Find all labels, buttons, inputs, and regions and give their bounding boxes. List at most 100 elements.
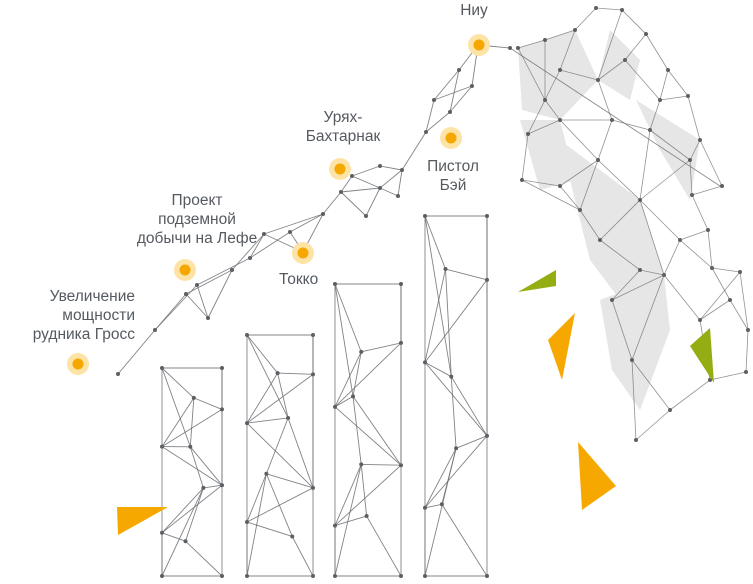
mesh-edge [402,132,426,170]
mesh-edge [247,488,313,522]
mesh-edge [710,372,746,380]
mesh-edge [451,377,487,436]
face-shade [600,275,670,410]
trend-node [339,190,343,194]
mesh-edge [640,130,650,200]
mesh-edge [380,188,398,196]
mesh-edge [335,284,353,396]
bar-node [220,574,224,578]
marker-dot [446,133,457,144]
bar-node [245,520,249,524]
mesh-edge [680,240,712,268]
mesh-edge [361,464,401,465]
marker-dot [298,248,309,259]
mesh-edge [186,294,208,318]
face-node [596,158,600,162]
face-shade [598,30,640,100]
mesh-edge [522,134,528,180]
mesh-edge [425,216,445,269]
face-node [630,358,634,362]
bar-node [485,278,489,282]
face-node [598,238,602,242]
mesh-edge [162,488,203,533]
trend-node [248,256,252,260]
mesh-edge [278,373,288,418]
mesh-edge [162,398,194,447]
bar-node [485,434,489,438]
mesh-edge [380,166,402,170]
trend-node [378,186,382,190]
bar-node [423,506,427,510]
mesh-edge [247,522,292,536]
mesh-edge [162,368,194,398]
bar-node [220,483,224,487]
bar-node [399,282,403,286]
milestone-marker-pistol-bay [440,127,462,149]
face-node [678,238,682,242]
mesh-edge [162,488,203,576]
face-node [516,46,520,50]
milestone-label-gross: Увеличение мощности рудника Гросс [5,287,135,344]
mesh-edge [190,447,203,488]
bar-node [333,282,337,286]
mesh-edge [335,464,361,576]
trend-node [350,174,354,178]
mesh-edge [288,418,313,488]
trend-node [230,268,234,272]
bar-node [399,341,403,345]
bar-node [311,486,315,490]
green-shard [518,270,556,292]
face-node [686,94,690,98]
mesh-edge [380,170,402,188]
bar-columns [160,214,489,578]
trend-node [400,168,404,172]
face-node [558,184,562,188]
face-node [573,28,577,32]
face-shade [636,100,700,200]
mesh-edge [700,272,740,320]
trend-node [321,212,325,216]
trend-node [364,214,368,218]
marker-dot [73,359,84,370]
marker-dot [180,265,191,276]
bar-node [311,372,315,376]
bar-node [311,333,315,337]
face-node [648,128,652,132]
trend-node [448,110,452,114]
mesh-edge [162,485,222,533]
milestone-label-tokko: Токко [279,270,318,289]
mesh-edge [700,300,730,320]
face-node [596,78,600,82]
milestone-label-niu: Ниу [460,1,488,20]
face-node [688,158,692,162]
bar-node [399,463,403,467]
bar-node [399,574,403,578]
bar-node [220,366,224,370]
mesh-edge [341,188,380,192]
mesh-edge [247,474,266,522]
mesh-edge [712,268,740,272]
mesh-edge [361,343,401,352]
face-shade [518,30,598,120]
face-node [706,228,710,232]
mesh-edge [162,368,190,447]
mesh-edge [670,380,710,410]
mesh-edge [442,504,487,576]
mesh-edge [186,541,222,576]
mesh-edge [247,474,266,576]
face-node [698,138,702,142]
mesh-edge [186,488,204,541]
mesh-edge [353,352,361,397]
milestone-marker-niu [468,34,490,56]
face-node [620,8,624,12]
orange-shard [117,507,168,535]
mesh-edge [425,448,456,576]
trend-node [153,328,157,332]
mesh-edge [398,170,402,196]
face-node [698,318,702,322]
face-node [710,266,714,270]
mesh-edge [247,335,278,373]
mesh-edge [708,230,712,268]
mesh-edge [664,275,700,320]
